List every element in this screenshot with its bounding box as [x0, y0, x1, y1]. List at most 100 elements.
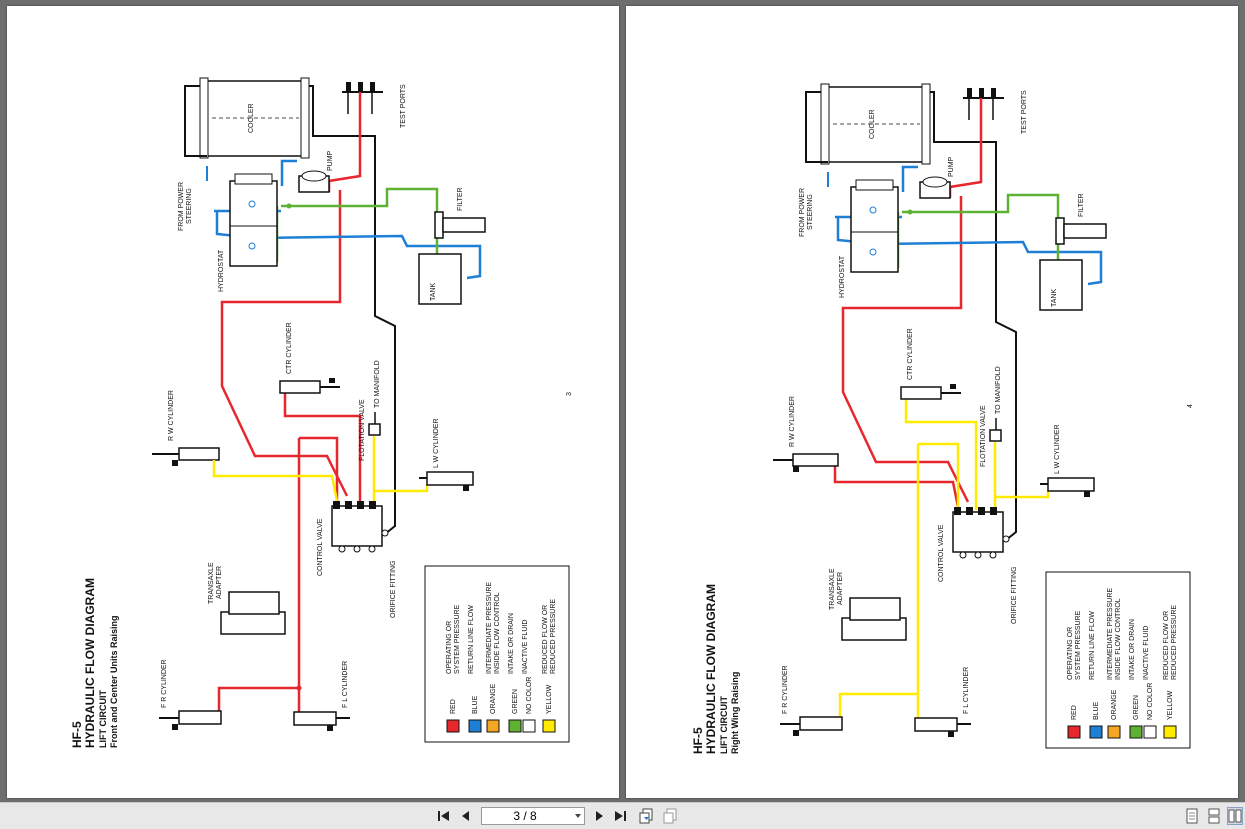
legend-color-name: YELLOW	[1167, 690, 1174, 720]
page-4: COOLER TEST PORTS PUMP	[626, 6, 1238, 798]
legend-desc: OPERATING OR	[446, 621, 453, 674]
diagram-title: HF-5 HYDRAULIC FLOW DIAGRAM LIFT CIRCUIT…	[70, 578, 119, 748]
legend-desc-line2: INSIDE FLOW CONTROL	[1115, 598, 1122, 680]
test-ports: TEST PORTS	[342, 82, 407, 128]
first-page-button[interactable]	[436, 807, 452, 825]
first-page-icon	[438, 811, 449, 821]
fr-cylinder-label: F R CYLINDER	[782, 665, 789, 714]
fl-cylinder: F L CYLINDER	[914, 667, 971, 737]
legend-swatch	[508, 719, 522, 733]
rw-cylinder: R W CYLINDER	[773, 396, 839, 472]
next-page-button[interactable]	[591, 807, 607, 825]
legend-item: GREEN INTAKE OR DRAIN	[508, 613, 522, 733]
page-input[interactable]	[482, 808, 568, 824]
hydraulic-diagram-page-3: COOLER TEST PORTS	[70, 77, 573, 748]
legend-desc: OPERATING OR	[1067, 627, 1074, 680]
page-selector[interactable]	[481, 807, 585, 825]
rw-cylinder-label: R W CYLINDER	[789, 396, 796, 447]
tank: TANK	[418, 253, 462, 305]
legend-color-name: ORANGE	[1111, 689, 1118, 720]
single-page-view-button[interactable]	[1184, 807, 1200, 825]
legend-desc: RETURN LINE FLOW	[1089, 611, 1096, 680]
rw-cylinder-label: R W CYLINDER	[168, 390, 175, 441]
legend-desc-line2: INSIDE FLOW CONTROL	[494, 592, 501, 674]
legend-swatch	[1143, 725, 1157, 739]
model-label: HF-5	[70, 721, 84, 748]
orifice-fitting-label: ORIFICE FITTING	[1011, 566, 1018, 624]
chevron-down-icon[interactable]	[575, 814, 581, 818]
diagram-title: HF-5 HYDRAULIC FLOW DIAGRAM LIFT CIRCUIT…	[691, 584, 740, 754]
cooler: COOLER	[199, 77, 310, 159]
tank: TANK	[1039, 259, 1083, 311]
legend-swatch	[446, 719, 460, 733]
next-page-icon	[596, 811, 603, 821]
control-valve: CONTROL VALVE ORIFICE FITTING	[317, 501, 397, 618]
legend-swatch	[486, 719, 500, 733]
legend-color-name: NO COLOR	[1147, 683, 1154, 720]
circuit-label: LIFT CIRCUIT	[98, 690, 108, 748]
page-3: COOLER TEST PORTS	[7, 6, 619, 798]
lw-cylinder-label: L W CYLINDER	[433, 418, 440, 468]
legend-desc: INACTIVE FLUID	[522, 620, 529, 674]
legend-swatch	[468, 719, 482, 733]
document-viewer[interactable]: COOLER TEST PORTS	[0, 0, 1245, 802]
prev-page-button[interactable]	[458, 807, 474, 825]
legend-swatch	[1129, 725, 1143, 739]
legend-color-name: YELLOW	[546, 684, 553, 714]
last-page-button[interactable]	[612, 807, 628, 825]
legend-item: NO COLOR INACTIVE FLUID	[522, 620, 536, 733]
legend-swatch	[1107, 725, 1121, 739]
navigation-toolbar	[0, 802, 1245, 829]
legend-color-name: NO COLOR	[526, 677, 533, 714]
legend-desc-line2: SYSTEM PRESSURE	[454, 604, 461, 674]
fl-cylinder: F L CYLINDER	[293, 661, 350, 731]
cooler: COOLER	[820, 83, 931, 165]
model-label: HF-5	[691, 727, 705, 754]
transaxle-label-2: ADAPTER	[216, 566, 223, 599]
page-number: 4	[1187, 404, 1194, 408]
two-page-view-button[interactable]	[1227, 807, 1243, 825]
fit-page-button[interactable]	[638, 807, 654, 825]
from-power-steering-label-2: STEERING	[186, 188, 193, 224]
fl-cylinder-label: F L CYLINDER	[963, 667, 970, 714]
from-power-steering-label-1: FROM POWER	[178, 182, 185, 231]
page-number: 3	[566, 392, 573, 396]
fr-cylinder: F R CYLINDER	[159, 659, 222, 730]
legend-color-name: BLUE	[472, 695, 479, 714]
lw-cylinder-label: L W CYLINDER	[1054, 424, 1061, 474]
legend-desc: INTAKE OR DRAIN	[1129, 619, 1136, 680]
rotate-page-button[interactable]	[662, 807, 678, 825]
control-valve: CONTROL VALVE ORIFICE FITTING	[938, 507, 1018, 624]
to-manifold-label: TO MANIFOLD	[374, 360, 381, 408]
legend-color-name: GREEN	[512, 689, 519, 714]
legend-item: BLUE RETURN LINE FLOW	[468, 605, 482, 733]
legend-color-name: ORANGE	[490, 683, 497, 714]
test-ports-label: TEST PORTS	[1021, 90, 1028, 134]
flotation-valve-label: FLOTATION VALVE	[359, 399, 366, 461]
legend-swatch	[1089, 725, 1103, 739]
from-power-steering-label-2: STEERING	[807, 194, 814, 230]
continuous-view-button[interactable]	[1206, 807, 1222, 825]
circuit-label: LIFT CIRCUIT	[719, 696, 729, 754]
hydrostat-label: HYDROSTAT	[839, 255, 846, 298]
orifice-fitting-label: ORIFICE FITTING	[390, 560, 397, 618]
legend-swatch	[1163, 725, 1177, 739]
rotate-page-icon	[663, 808, 677, 824]
hydraulic-diagram-page-4: COOLER TEST PORTS PUMP	[691, 83, 1194, 754]
ctr-cylinder-label: CTR CYLINDER	[286, 322, 293, 374]
legend-desc: RETURN LINE FLOW	[468, 605, 475, 674]
filter: FILTER	[1055, 193, 1107, 245]
ctr-cylinder: CTR CYLINDER	[900, 328, 961, 400]
flotation-valve: FLOTATION VALVE TO MANIFOLD	[359, 360, 381, 461]
legend-color-name: GREEN	[1133, 695, 1140, 720]
legend-desc: INTAKE OR DRAIN	[508, 613, 515, 674]
filter-label: FILTER	[1078, 193, 1085, 217]
